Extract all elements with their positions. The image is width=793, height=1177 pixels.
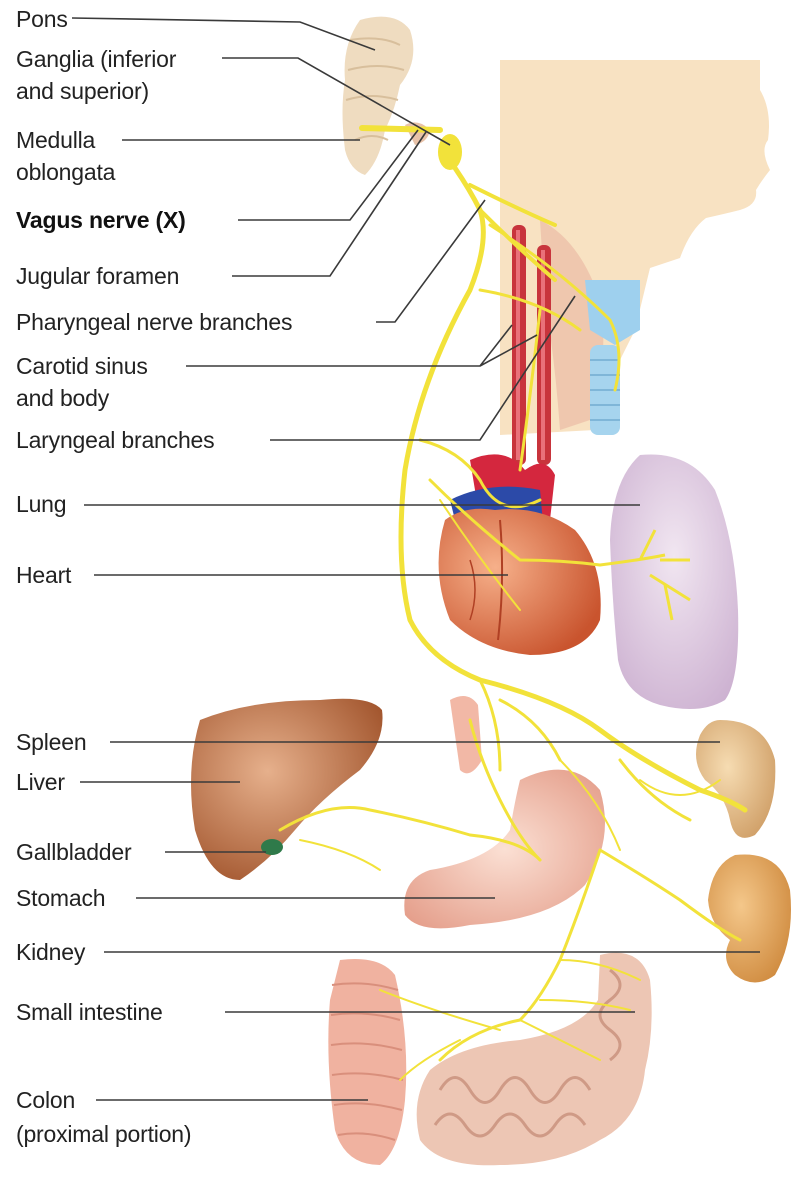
- leader-pharyngeal: [376, 200, 485, 322]
- brainstem: [343, 17, 431, 175]
- label-stomach: Stomach: [16, 882, 105, 914]
- small-intestine: [417, 953, 652, 1166]
- label-vagus-nerve: Vagus nerve (X): [16, 204, 186, 236]
- label-jugular-foramen: Jugular foramen: [16, 260, 179, 292]
- label-colon-line2: (proximal portion): [16, 1118, 191, 1150]
- heart: [439, 454, 601, 655]
- label-small-intestine: Small intestine: [16, 996, 163, 1028]
- label-carotid-sinus: Carotid sinus: [16, 350, 148, 382]
- colon: [328, 959, 406, 1165]
- label-kidney: Kidney: [16, 936, 85, 968]
- label-ganglia: Ganglia (inferior: [16, 43, 176, 75]
- label-gallbladder: Gallbladder: [16, 836, 131, 868]
- label-liver: Liver: [16, 766, 65, 798]
- label-laryngeal-branches: Laryngeal branches: [16, 424, 214, 456]
- spleen: [696, 720, 775, 838]
- label-lung: Lung: [16, 488, 66, 520]
- label-medulla: Medulla: [16, 124, 95, 156]
- label-carotid-sinus-line2: and body: [16, 382, 109, 414]
- label-pharyngeal-branches: Pharyngeal nerve branches: [16, 306, 292, 338]
- label-pons: Pons: [16, 3, 68, 35]
- label-medulla-line2: oblongata: [16, 156, 115, 188]
- label-heart: Heart: [16, 559, 71, 591]
- lung: [610, 454, 738, 709]
- kidney: [708, 854, 791, 982]
- leader-jugular: [232, 132, 426, 276]
- label-spleen: Spleen: [16, 726, 86, 758]
- liver: [191, 699, 383, 880]
- label-ganglia-line2: and superior): [16, 75, 149, 107]
- leader-vagus: [238, 130, 418, 220]
- label-colon: Colon: [16, 1084, 75, 1116]
